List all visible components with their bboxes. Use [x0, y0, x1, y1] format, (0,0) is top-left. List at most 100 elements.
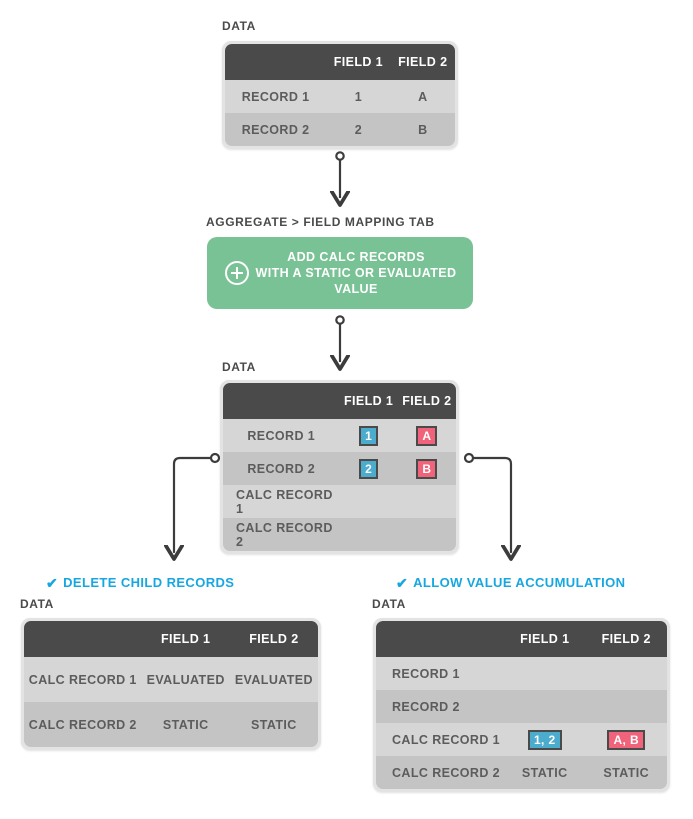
- table-header-row: FIELD 1 FIELD 2: [24, 621, 318, 657]
- highlight-chip-field2: B: [416, 458, 438, 479]
- column-header-blank: [225, 44, 327, 80]
- check-icon: ✔: [396, 575, 409, 591]
- cell-field2: [397, 518, 456, 551]
- wire-step-to-mid: [336, 315, 343, 362]
- column-header-blank: [223, 383, 340, 419]
- column-header-field2: FIELD 2: [397, 383, 456, 419]
- cell-field1: [339, 518, 398, 551]
- table-row: RECORD 2: [376, 690, 667, 723]
- step-text: ADD CALC RECORDS WITH A STATIC OR EVALUA…: [249, 249, 473, 297]
- column-header-blank: [376, 621, 505, 657]
- source-data-table: FIELD 1 FIELD 2 RECORD 1 1 A RECORD 2 2 …: [222, 41, 458, 149]
- table-row: CALC RECORD 2 STATIC STATIC: [24, 702, 318, 747]
- right-branch-data-table: FIELD 1 FIELD 2 RECORD 1 RECORD 2: [373, 618, 670, 792]
- table-row: CALC RECORD 1 1, 2 A, B: [376, 723, 667, 756]
- row-label: RECORD 1: [223, 419, 340, 452]
- wire-mid-to-left-branch: [174, 452, 221, 552]
- table-row: CALC RECORD 1: [223, 485, 456, 518]
- cell-field1: 1, 2: [504, 723, 586, 756]
- highlight-chip-field1: 2: [359, 458, 379, 479]
- right-table-caption: DATA: [372, 597, 406, 611]
- mid-table-inner: FIELD 1 FIELD 2 RECORD 1 1 A: [223, 383, 456, 551]
- cell-field1: [504, 690, 586, 723]
- cell-field2: A: [397, 419, 456, 452]
- table-header-row: FIELD 1 FIELD 2: [223, 383, 456, 419]
- column-header-field2: FIELD 2: [585, 621, 667, 657]
- cell-field2: EVALUATED: [229, 657, 318, 702]
- cell-field2: B: [397, 452, 456, 485]
- cell-field1: STATIC: [504, 756, 586, 789]
- table-row: RECORD 1 1 A: [223, 419, 456, 452]
- mid-table-caption: DATA: [222, 360, 256, 374]
- row-label: CALC RECORD 1: [24, 657, 142, 702]
- table-row: CALC RECORD 2: [223, 518, 456, 551]
- wire-source-to-step: [336, 151, 343, 198]
- step-caption: AGGREGATE > FIELD MAPPING TAB: [206, 215, 435, 229]
- cell-field1: EVALUATED: [141, 657, 230, 702]
- add-calc-records-step[interactable]: ADD CALC RECORDS WITH A STATIC OR EVALUA…: [207, 237, 473, 309]
- left-table-caption: DATA: [20, 597, 54, 611]
- column-header-field2: FIELD 2: [229, 621, 318, 657]
- cell-field1: 1: [326, 80, 391, 113]
- check-icon: ✔: [46, 575, 59, 591]
- row-label: CALC RECORD 1: [376, 723, 505, 756]
- cell-field1: 2: [326, 113, 391, 146]
- column-header-blank: [24, 621, 142, 657]
- left-branch-data-table: FIELD 1 FIELD 2 CALC RECORD 1 EVALUATED …: [21, 618, 321, 750]
- row-label: RECORD 1: [225, 80, 327, 113]
- row-label: CALC RECORD 1: [223, 485, 340, 518]
- column-header-field1: FIELD 1: [339, 383, 398, 419]
- table-row: RECORD 1 1 A: [225, 80, 455, 113]
- left-branch-option[interactable]: ✔ DELETE CHILD RECORDS: [46, 575, 234, 590]
- cell-field2: [585, 690, 667, 723]
- cell-field2: [397, 485, 456, 518]
- highlight-chip-field2: A, B: [607, 729, 646, 750]
- table: FIELD 1 FIELD 2 RECORD 1 1 A RECORD 2 2 …: [225, 44, 455, 146]
- step-text-line2: WITH A STATIC OR EVALUATED: [255, 266, 457, 280]
- table-row: CALC RECORD 2 STATIC STATIC: [376, 756, 667, 789]
- row-label: CALC RECORD 2: [223, 518, 340, 551]
- highlight-chip-field1: 1, 2: [527, 729, 562, 750]
- table-row: RECORD 2 2 B: [225, 113, 455, 146]
- table: FIELD 1 FIELD 2 RECORD 1 RECORD 2: [376, 621, 667, 789]
- plus-circle-icon: [225, 261, 249, 285]
- source-table-caption: DATA: [222, 19, 256, 33]
- cell-field1: 2: [339, 452, 398, 485]
- table-header-row: FIELD 1 FIELD 2: [225, 44, 455, 80]
- row-label: RECORD 2: [223, 452, 340, 485]
- row-label: RECORD 1: [376, 657, 505, 690]
- step-text-line3: VALUE: [334, 282, 378, 296]
- highlight-chip-field1: 1: [359, 425, 379, 446]
- table-row: CALC RECORD 1 EVALUATED EVALUATED: [24, 657, 318, 702]
- cell-field1: STATIC: [141, 702, 230, 747]
- cell-field1: 1: [339, 419, 398, 452]
- right-branch-option-label: ALLOW VALUE ACCUMULATION: [413, 575, 626, 590]
- table: FIELD 1 FIELD 2 CALC RECORD 1 EVALUATED …: [24, 621, 318, 747]
- column-header-field1: FIELD 1: [504, 621, 586, 657]
- cell-field2: STATIC: [229, 702, 318, 747]
- wire-mid-to-right-branch: [463, 452, 511, 552]
- mid-data-table: FIELD 1 FIELD 2 RECORD 1 1 A: [220, 380, 459, 554]
- row-label: RECORD 2: [225, 113, 327, 146]
- right-branch-option[interactable]: ✔ ALLOW VALUE ACCUMULATION: [396, 575, 625, 590]
- step-text-line1: ADD CALC RECORDS: [287, 250, 425, 264]
- table-header-row: FIELD 1 FIELD 2: [376, 621, 667, 657]
- row-label: CALC RECORD 2: [376, 756, 505, 789]
- cell-field1: [504, 657, 586, 690]
- left-table-inner: FIELD 1 FIELD 2 CALC RECORD 1 EVALUATED …: [24, 621, 318, 747]
- row-label: CALC RECORD 2: [24, 702, 142, 747]
- column-header-field1: FIELD 1: [141, 621, 230, 657]
- row-label: RECORD 2: [376, 690, 505, 723]
- table-row: RECORD 2 2 B: [223, 452, 456, 485]
- column-header-field1: FIELD 1: [326, 44, 391, 80]
- cell-field2: [585, 657, 667, 690]
- right-table-inner: FIELD 1 FIELD 2 RECORD 1 RECORD 2: [376, 621, 667, 789]
- cell-field1: [339, 485, 398, 518]
- left-branch-option-label: DELETE CHILD RECORDS: [63, 575, 235, 590]
- cell-field2: B: [390, 113, 455, 146]
- cell-field2: A: [390, 80, 455, 113]
- column-header-field2: FIELD 2: [390, 44, 455, 80]
- table: FIELD 1 FIELD 2 RECORD 1 1 A: [223, 383, 456, 551]
- table-row: RECORD 1: [376, 657, 667, 690]
